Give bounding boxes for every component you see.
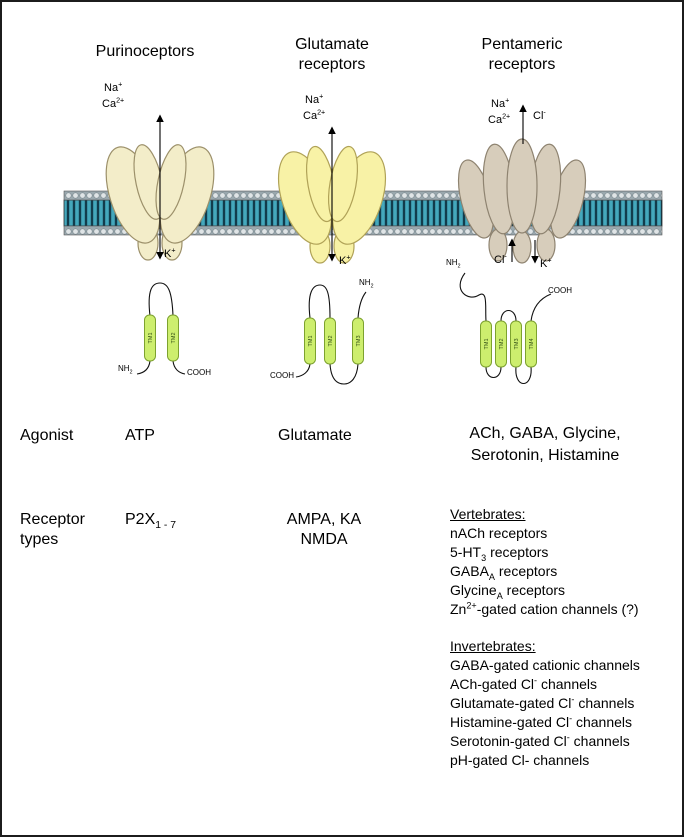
ion-label-ca-col2: Ca2+ [303,108,326,122]
tm3-label: TM3 [514,339,520,350]
ion-label-cl-below-col3: Cl- [494,252,507,266]
column-title-pentameric: Pentameric receptors [481,36,563,73]
ion-label-ca-col1: Ca2+ [102,96,125,110]
invertebrate-item: Glutamate-gated Cl- channels [450,694,635,711]
invertebrate-item: Histamine-gated Cl- channels [450,713,633,730]
ion-label-k-col3: K+ [540,256,552,270]
cooh-label-col1: COOH [187,368,211,377]
ion-label-ca-col3: Ca2+ [488,112,511,126]
invertebrate-item: pH-gated Cl- channels [450,752,590,768]
tm-helices-pentameric [480,320,537,368]
tm1-label: TM1 [308,336,314,347]
ion-label-cl-col3: Cl- [533,108,546,122]
column-title-purinoceptors: Purinoceptors [95,43,195,60]
pentameric-receptor-shape [457,138,587,264]
nh2-label-col1: NH2 [118,364,133,376]
nh2-label-col3: NH2 [446,258,461,270]
invertebrates-heading: Invertebrates: [450,638,536,654]
vertebrate-item: 5-HT3 receptors [450,544,549,563]
tm3-label: TM3 [356,336,362,347]
cooh-label-col2: COOH [270,371,294,380]
receptor-types-col3-lists: Vertebrates: nACh receptors 5-HT3 recept… [450,505,682,770]
agonist-row-label: Agonist [20,427,74,444]
invertebrate-item: Serotonin-gated Cl- channels [450,732,630,749]
agonist-col1: ATP [125,427,155,444]
tm-helices-purinoceptor [144,314,179,362]
nh2-label-col2: NH2 [359,278,374,290]
vertebrate-item: nACh receptors [450,525,548,541]
tm-helices-glutamate [304,317,364,365]
receptor-types-col2: AMPA, KA NMDA [286,511,362,548]
agonist-col3: ACh, GABA, Glycine, Serotonin, Histamine [469,425,621,464]
ion-label-k-col2: K+ [339,253,351,267]
cooh-label-col3: COOH [548,286,572,295]
receptor-types-row-label: Receptor types [20,511,85,548]
tm-labels-glutamate: TM1 TM2 TM3 [308,336,362,347]
glutamate-receptor-shape [277,145,387,264]
tm1-label: TM1 [148,333,154,344]
topology-loops-pentameric [459,272,552,385]
tm-labels-purinoceptor: TM1 TM2 [148,333,177,344]
invertebrate-item: ACh-gated Cl- channels [450,675,598,692]
vertebrates-heading: Vertebrates: [450,506,526,522]
column-title-glutamate: Glutamate receptors [295,36,369,73]
vertebrate-item: GlycineA receptors [450,582,566,601]
receptor-types-col1: P2X1 - 7 [125,511,177,532]
tm4-label: TM4 [529,339,535,350]
tm2-label: TM2 [328,336,334,347]
ion-label-k-col1: K+ [164,246,176,260]
tm2-label: TM2 [499,339,505,350]
vertebrate-item: Zn2+-gated cation channels (?) [450,600,639,617]
ion-label-na-col1: Na+ [104,80,123,94]
agonist-col2: Glutamate [278,427,352,444]
tm2-label: TM2 [171,333,177,344]
ion-label-na-col2: Na+ [305,92,324,106]
topology-loops-purinoceptor [136,282,186,375]
tm-labels-pentameric: TM1 TM2 TM3 TM4 [484,339,535,350]
topology-loops-glutamate [295,284,367,385]
vertebrate-item: GABAA receptors [450,563,558,582]
ion-label-na-col3: Na+ [491,96,510,110]
invertebrate-item: GABA-gated cationic channels [450,657,640,673]
tm1-label: TM1 [484,339,490,350]
